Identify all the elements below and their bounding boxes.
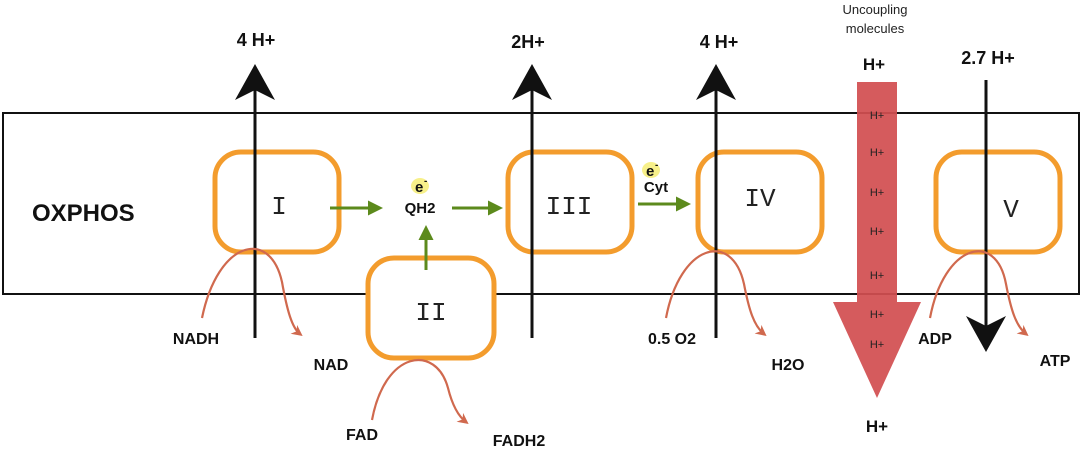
- uncoupling-arrow: [833, 82, 921, 398]
- proton-label-c1: 4 H+: [237, 30, 276, 50]
- curve-nadh-nad: [200, 247, 303, 336]
- curve-adp-atp: [928, 250, 1029, 337]
- electron-highlight-cyt: [642, 162, 660, 178]
- proton-arrow-c1: [235, 64, 275, 338]
- electron-symbol-cyt: e: [646, 163, 654, 180]
- label-fadh2: FADH2: [493, 433, 546, 450]
- uncoupling-inner-proton: H+: [870, 339, 884, 351]
- electron-highlight-qh2: [411, 178, 429, 194]
- qh2-label: QH2: [405, 200, 436, 217]
- proton-label-c5: 2.7 H+: [961, 48, 1015, 68]
- complex-i-label: I: [271, 192, 287, 222]
- complex-i-box: [212, 149, 342, 255]
- cyt-label: Cyt: [644, 179, 668, 196]
- label-nad: NAD: [314, 357, 349, 374]
- uncoupling-inner-proton: H+: [870, 147, 884, 159]
- uncoupling-inner-protons: H+ H+ H+ H+ H+ H+ H+ H+: [870, 110, 884, 351]
- curve-fad-fadh2: [370, 359, 469, 424]
- label-adp: ADP: [918, 331, 952, 348]
- complex-iii-label: III: [546, 192, 593, 222]
- complex-ii-label: II: [415, 298, 446, 328]
- uncoupling-label-line2: molecules: [846, 21, 905, 36]
- label-fad: FAD: [346, 427, 378, 444]
- complex-ii-box: [365, 255, 497, 361]
- proton-label-c4: 4 H+: [700, 32, 739, 52]
- electron-charge-qh2: -: [424, 176, 427, 187]
- uncoupling-inner-proton: H+: [870, 226, 884, 238]
- proton-label-c3: 2H+: [511, 32, 545, 52]
- complex-iv-label: IV: [744, 184, 776, 214]
- proton-arrow-c4: [696, 64, 736, 338]
- proton-arrow-c5: [966, 80, 1006, 352]
- electron-symbol-qh2: e: [415, 179, 423, 196]
- proton-arrow-c3: [512, 64, 552, 338]
- complex-v-label: V: [1003, 195, 1019, 225]
- uncoupling-proton-top: H+: [863, 55, 885, 74]
- curve-o2-h2o: [664, 250, 767, 337]
- label-atp: ATP: [1040, 353, 1071, 370]
- uncoupling-inner-proton: H+: [870, 110, 884, 122]
- complex-iii-box: [505, 149, 635, 255]
- label-h2o: H2O: [772, 357, 805, 374]
- label-nadh: NADH: [173, 331, 219, 348]
- complex-v-box: [933, 149, 1063, 255]
- label-o2: 0.5 O2: [648, 331, 696, 348]
- uncoupling-proton-bottom: H+: [866, 417, 888, 436]
- oxphos-title: OXPHOS: [32, 200, 135, 227]
- uncoupling-inner-proton: H+: [870, 270, 884, 282]
- complex-iv-box: [695, 149, 825, 255]
- uncoupling-inner-proton: H+: [870, 187, 884, 199]
- electron-charge-cyt: -: [655, 160, 658, 171]
- uncoupling-label-line1: Uncoupling: [842, 2, 907, 17]
- uncoupling-inner-proton: H+: [870, 309, 884, 321]
